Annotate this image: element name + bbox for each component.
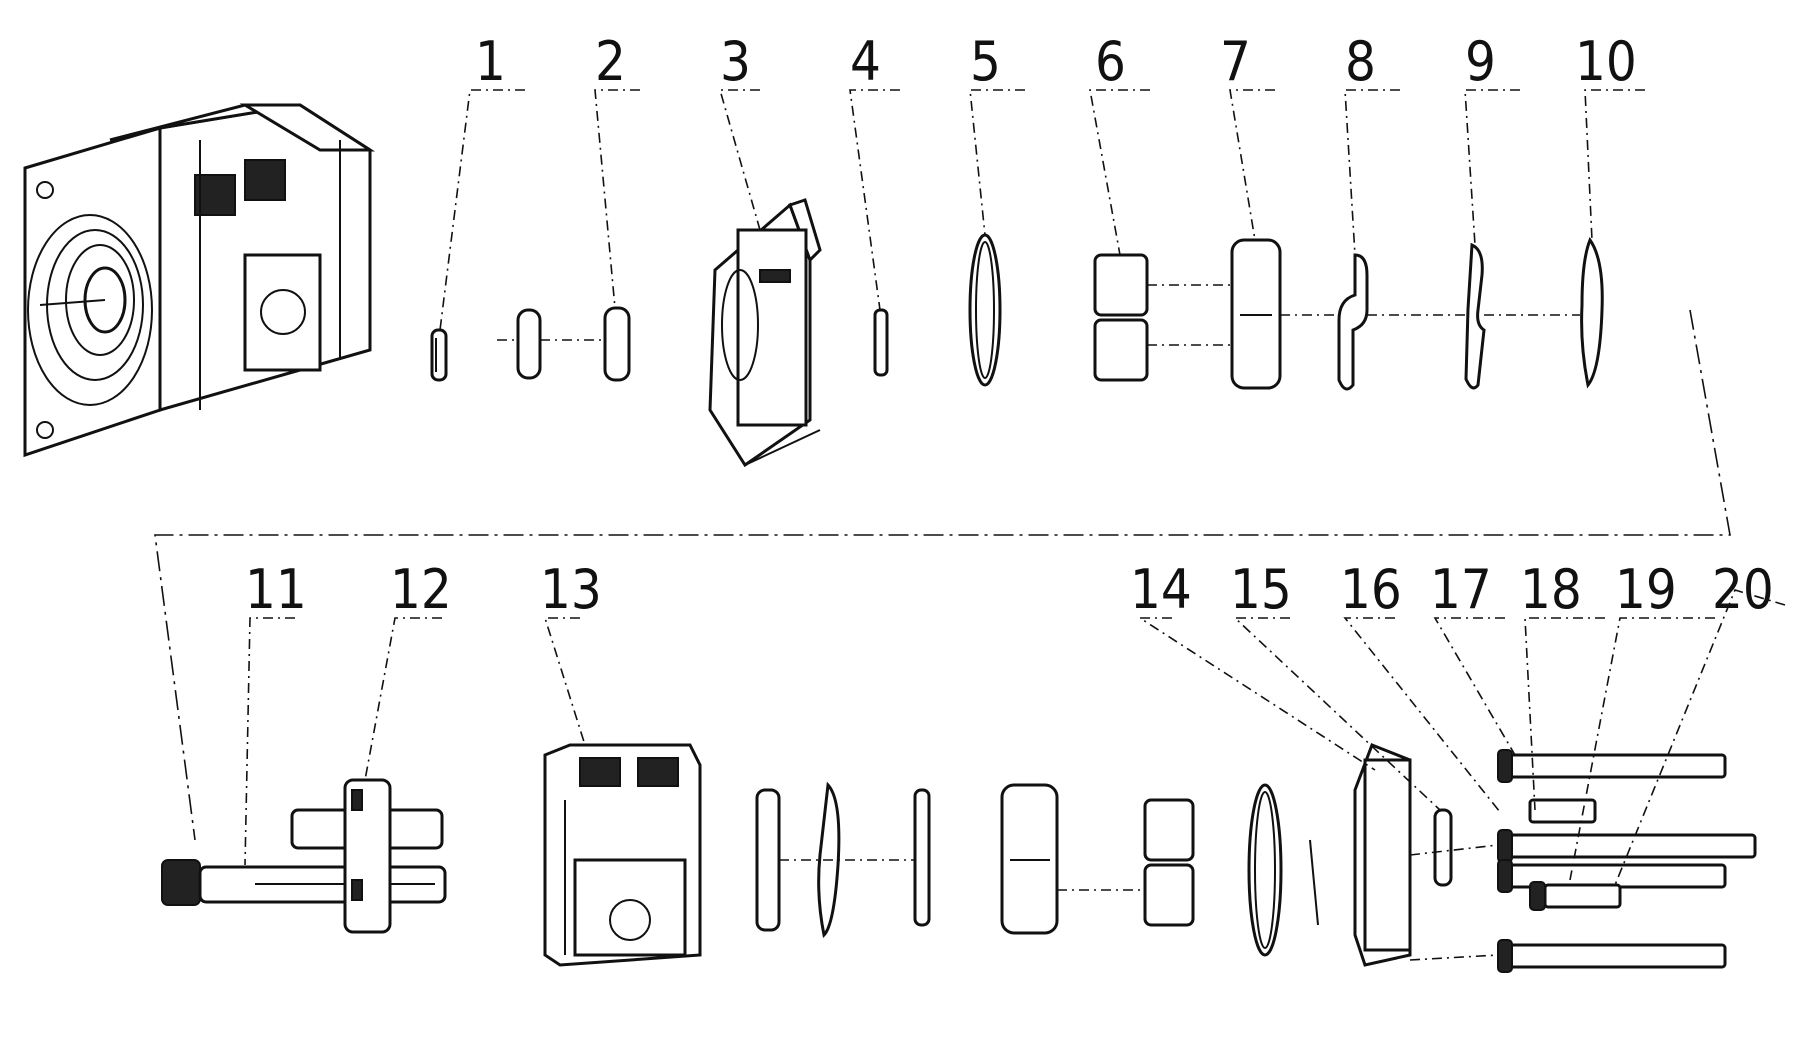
part-20-short-bolt (1528, 798, 1622, 911)
part-14-gear-ring (755, 781, 931, 939)
callout-19: 19 (1615, 558, 1677, 621)
callout-leaders (244, 89, 1786, 886)
callout-8: 8 (1345, 30, 1376, 93)
assembly-center-line (154, 309, 1731, 841)
callout-17: 17 (1430, 558, 1492, 621)
part-18-rear-cover (1353, 743, 1453, 967)
part-8-side-plate (1337, 253, 1465, 391)
callout-5: 5 (970, 30, 1001, 93)
callout-numbers: 1 2 3 4 5 6 7 8 9 10 11 12 13 14 15 16 1… (245, 30, 1774, 621)
part-10-gasket (1580, 236, 1604, 389)
callout-10: 10 (1575, 30, 1637, 93)
part-17-rear-o-ring (1247, 783, 1319, 957)
part-11-drive-shaft (161, 859, 447, 906)
part-3-front-cover (708, 198, 822, 468)
callout-9: 9 (1465, 30, 1496, 93)
callout-13: 13 (540, 558, 602, 621)
callout-3: 3 (720, 30, 751, 93)
part-6-bearing-pair (1093, 253, 1232, 382)
callout-4: 4 (850, 30, 881, 93)
part-1-seal-ring (430, 328, 448, 382)
part-19-bolts (1409, 749, 1757, 973)
part-12-driven-gear (290, 778, 444, 934)
callout-12: 12 (390, 558, 452, 621)
callout-1: 1 (475, 30, 506, 93)
callout-14: 14 (1130, 558, 1192, 621)
part-4-snap-ring (873, 308, 889, 377)
part-13-pump-body (543, 743, 702, 967)
callout-6: 6 (1095, 30, 1126, 93)
part-15-rear-gear-housing (1000, 783, 1145, 935)
callout-16: 16 (1340, 558, 1402, 621)
callout-15: 15 (1230, 558, 1292, 621)
part-5-o-ring (968, 233, 1002, 387)
callout-11: 11 (245, 558, 307, 621)
part-2-bushing (497, 306, 631, 382)
part-7-gear-housing (1230, 238, 1345, 390)
part-16-rear-bearings (1143, 798, 1195, 927)
callout-7: 7 (1220, 30, 1251, 93)
callout-2: 2 (595, 30, 626, 93)
part-9-seal-plate (1464, 242, 1580, 390)
assembled-pump-illustration (23, 103, 376, 458)
callout-18: 18 (1520, 558, 1582, 621)
callout-20: 20 (1712, 558, 1774, 621)
